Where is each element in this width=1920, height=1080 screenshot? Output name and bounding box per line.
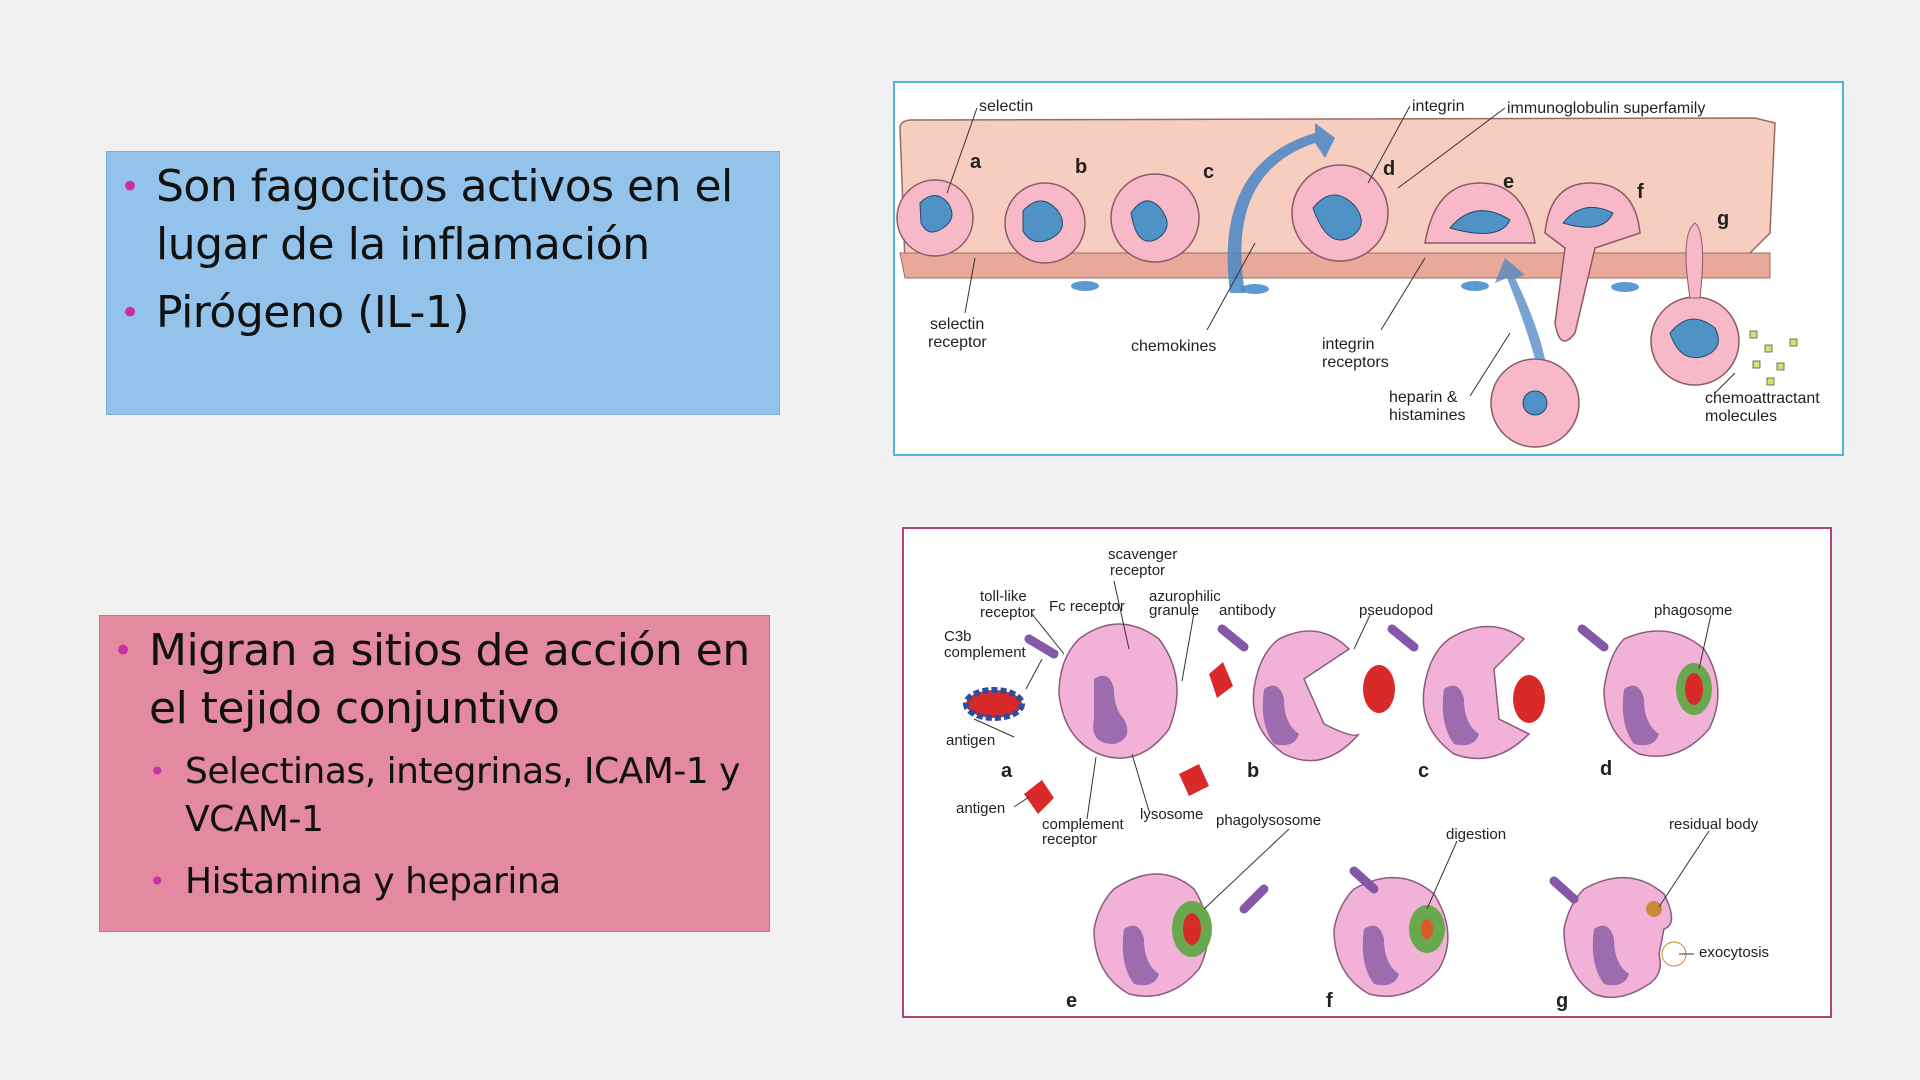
phagocyte-e: [1093, 873, 1209, 997]
migration-arrow: [1227, 123, 1335, 293]
label-scavenger-1: scavenger: [1108, 546, 1177, 563]
extravasation-svg: a b c d e f g selectin integrin immunogl…: [896, 98, 1820, 448]
label-chemo-1: chemoattractant: [1705, 390, 1820, 407]
leukocyte-e: [1424, 182, 1536, 244]
phagocyte-a: [1058, 623, 1178, 759]
phagocyte-cells: [1058, 623, 1719, 999]
bottom-stage-g: g: [1556, 990, 1568, 1012]
label-scavenger-2: receptor: [1110, 562, 1165, 579]
top-stage-g: g: [1717, 208, 1729, 230]
label-igsf: immunoglobulin superfamily: [1507, 100, 1705, 117]
leukocyte-c: [1110, 173, 1200, 263]
sub-bullet-selectinas: Selectinas, integrinas, ICAM-1 y VCAM-1: [99, 748, 770, 844]
label-c3b-1: C3b: [944, 628, 972, 645]
antigens: [963, 662, 1545, 814]
label-fc-receptor: Fc receptor: [1049, 598, 1125, 615]
top-stage-b: b: [1075, 156, 1087, 178]
phagocyte-g: [1563, 877, 1673, 999]
label-selectin-receptor-1: selectin: [930, 316, 984, 333]
toll-like-receptors: [1024, 624, 1609, 914]
label-residual-body: residual body: [1669, 816, 1759, 833]
label-antibody: antibody: [1219, 602, 1276, 619]
top-stage-c: c: [1203, 161, 1214, 183]
leader-lines: [946, 105, 1736, 397]
phagosomes: [1172, 663, 1712, 967]
label-lysosome: lysosome: [1140, 806, 1203, 823]
leukocyte-f: [1544, 182, 1641, 342]
bullet-pirogeno: Pirógeno (IL-1): [106, 284, 780, 342]
label-integrin: integrin: [1412, 98, 1464, 115]
pink-bullet-list: Migran a sitios de acción en el tejido c…: [99, 622, 770, 906]
label-azuro-2: granule: [1149, 602, 1199, 619]
label-antigen-2: antigen: [956, 800, 1005, 817]
label-selectin-receptor-2: receptor: [928, 334, 987, 351]
sub-bullet-histamina: Histamina y heparina: [99, 858, 770, 906]
extravasation-diagram: a b c d e f g selectin integrin immunogl…: [893, 81, 1844, 456]
label-pseudopod: pseudopod: [1359, 602, 1433, 619]
endothelial-nucleus: [1241, 284, 1269, 294]
label-azuro-1: azurophilic: [1149, 588, 1221, 605]
bottom-stage-f: f: [1326, 990, 1333, 1012]
bullet-migran: Migran a sitios de acción en el tejido c…: [99, 622, 770, 738]
label-selectin: selectin: [979, 98, 1033, 115]
label-digestion: digestion: [1446, 826, 1506, 843]
endothelium: [899, 252, 1771, 279]
label-chemo-2: molecules: [1705, 408, 1777, 425]
label-antigen-1: antigen: [946, 732, 995, 749]
endothelial-nucleus: [1461, 281, 1489, 291]
bottom-stage-a: a: [1001, 760, 1013, 782]
bottom-stage-e: e: [1066, 990, 1077, 1012]
top-stage-e: e: [1503, 171, 1514, 193]
top-stage-f: f: [1637, 181, 1644, 203]
leader-lines: [973, 580, 1712, 955]
label-exocytosis: exocytosis: [1699, 944, 1769, 961]
phagocytosis-diagram: a b c d e f g scavenger receptor toll-li…: [902, 527, 1832, 1018]
blue-bullet-list: Son fagocitos activos en el lugar de la …: [106, 158, 780, 342]
label-complement-2: receptor: [1042, 831, 1097, 848]
nuclei: [1093, 675, 1659, 986]
bottom-stage-b: b: [1247, 760, 1259, 782]
phagocytosis-svg: a b c d e f g scavenger receptor toll-li…: [944, 546, 1769, 1012]
leukocyte-d: [1291, 164, 1389, 262]
top-stage-a: a: [970, 151, 982, 173]
leukocyte-g: [1650, 222, 1740, 386]
label-heparin-2: histamines: [1389, 407, 1465, 424]
label-integrin-receptors-1: integrin: [1322, 336, 1374, 353]
chemoattractant-squares: [1749, 330, 1798, 386]
label-integrin-receptors-2: receptors: [1322, 354, 1389, 371]
label-tolllike-2: receptor: [980, 604, 1035, 621]
label-heparin-1: heparin &: [1389, 389, 1458, 406]
leukocyte-a: [896, 179, 974, 257]
label-phagolysosome: phagolysosome: [1216, 812, 1321, 829]
endothelial-nucleus: [1071, 281, 1099, 291]
leukocyte-b: [1004, 182, 1086, 264]
bottom-stage-d: d: [1600, 758, 1612, 780]
endothelial-nucleus: [1611, 282, 1639, 292]
top-stage-d: d: [1383, 158, 1395, 180]
label-c3b-2: complement: [944, 644, 1027, 661]
label-tolllike-1: toll-like: [980, 588, 1027, 605]
bottom-stage-c: c: [1418, 760, 1429, 782]
label-chemokines: chemokines: [1131, 338, 1216, 355]
label-phagosome: phagosome: [1654, 602, 1732, 619]
mast-cell: [1490, 258, 1580, 448]
label-complement-1: complement: [1042, 816, 1125, 833]
bullet-fagocitos: Son fagocitos activos en el lugar de la …: [106, 158, 780, 274]
